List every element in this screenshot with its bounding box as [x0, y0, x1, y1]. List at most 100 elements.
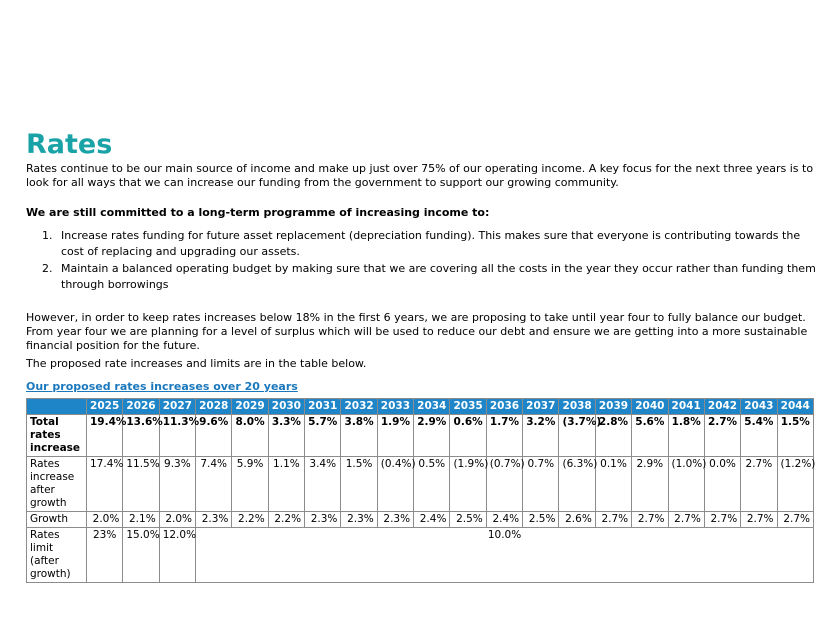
- after-growth-cell: (0.7%): [485, 456, 525, 512]
- after-growth-cell: (6.3%): [558, 456, 597, 512]
- after-growth-cell: 1.1%: [267, 456, 306, 512]
- year-header: 2031: [304, 398, 342, 415]
- year-header: 2042: [703, 398, 742, 415]
- row-label: Growth: [26, 511, 87, 528]
- growth-cell: 2.2%: [231, 511, 269, 528]
- total-increase-cell: 3.3%: [267, 414, 306, 457]
- total-increase-cell: 2.9%: [413, 414, 451, 457]
- total-increase-cell: 13.6%: [122, 414, 163, 457]
- table-row-rates-limit: Rates limit (after growth) 23%15.0%12.0%…: [26, 527, 814, 583]
- growth-cell: 2.3%: [340, 511, 378, 528]
- year-header: 2035: [449, 398, 487, 415]
- rates-limit-cell: 12.0%: [158, 527, 196, 583]
- year-header: 2034: [413, 398, 451, 415]
- after-growth-cell: 7.4%: [195, 456, 233, 512]
- table-intro: The proposed rate increases and limits a…: [26, 357, 367, 370]
- total-increase-cell: 1.7%: [485, 414, 524, 457]
- intro-paragraph: Rates continue to be our main source of …: [26, 162, 814, 189]
- growth-cell: 2.3%: [195, 511, 233, 528]
- after-growth-cell: (1.9%): [449, 456, 488, 512]
- growth-cell: 2.7%: [631, 511, 669, 528]
- total-increase-cell: 5.7%: [304, 414, 342, 457]
- after-growth-cell: 1.5%: [340, 456, 378, 512]
- total-increase-cell: 5.6%: [631, 414, 669, 457]
- after-growth-cell: 11.5%: [122, 456, 160, 512]
- table-header-corner: [26, 398, 87, 415]
- after-growth-cell: 3.4%: [304, 456, 342, 512]
- row-label: Rates limit (after growth): [26, 527, 87, 583]
- page-title: Rates: [26, 129, 113, 160]
- total-increase-cell: 19.4%: [85, 414, 126, 457]
- after-growth-cell: 0.1%: [594, 456, 633, 512]
- growth-cell: 2.4%: [485, 511, 524, 528]
- list-item: 2. Maintain a balanced operating budget …: [26, 261, 816, 293]
- rates-limit-span-cell: 10.0%: [195, 527, 814, 583]
- table-row-growth: Growth 2.0%2.1%2.0%2.3%2.2%2.2%2.3%2.3%2…: [26, 511, 815, 528]
- year-header: 2043: [740, 398, 778, 415]
- rates-limit-cell: 15.0%: [122, 527, 160, 583]
- commitment-list: 1. Increase rates funding for future ass…: [26, 228, 816, 294]
- after-growth-cell: 0.5%: [413, 456, 451, 512]
- year-header: 2026: [122, 398, 160, 415]
- year-header: 2028: [195, 398, 233, 415]
- list-item-text: Increase rates funding for future asset …: [61, 229, 801, 258]
- total-increase-cell: 1.8%: [667, 414, 705, 457]
- year-header: 2025: [85, 398, 124, 415]
- total-increase-cell: 5.4%: [740, 414, 778, 457]
- total-increase-cell: 11.3%: [158, 414, 199, 457]
- rates-limit-cell: 23%: [85, 527, 124, 583]
- after-growth-cell: 2.9%: [631, 456, 669, 512]
- after-growth-cell: 9.3%: [158, 456, 197, 512]
- growth-cell: 2.2%: [267, 511, 306, 528]
- row-label: Total rates increase: [26, 414, 87, 457]
- year-header: 2036: [485, 398, 524, 415]
- after-growth-cell: (1.2%): [776, 456, 815, 512]
- year-header: 2037: [522, 398, 560, 415]
- total-increase-cell: 2.8%: [594, 414, 633, 457]
- growth-cell: 2.0%: [85, 511, 124, 528]
- table-heading-link[interactable]: Our proposed rates increases over 20 yea…: [26, 380, 298, 393]
- growth-cell: 2.0%: [158, 511, 197, 528]
- growth-cell: 2.5%: [449, 511, 487, 528]
- year-header: 2030: [267, 398, 306, 415]
- list-item: 1. Increase rates funding for future ass…: [26, 228, 816, 260]
- year-header: 2027: [158, 398, 197, 415]
- growth-cell: 2.1%: [122, 511, 160, 528]
- table-row-total-rates-increase: Total rates increase 19.4%13.6%11.3%9.6%…: [26, 414, 815, 457]
- year-header: 2029: [231, 398, 269, 415]
- after-growth-cell: 0.7%: [522, 456, 560, 512]
- growth-cell: 2.4%: [413, 511, 451, 528]
- after-growth-cell: 5.9%: [231, 456, 269, 512]
- growth-cell: 2.7%: [667, 511, 705, 528]
- growth-cell: 2.7%: [776, 511, 815, 528]
- total-increase-cell: 1.5%: [776, 414, 815, 457]
- year-header: 2033: [376, 398, 415, 415]
- growth-cell: 2.6%: [558, 511, 596, 528]
- total-increase-cell: 1.9%: [376, 414, 415, 457]
- total-increase-cell: 8.0%: [231, 414, 269, 457]
- after-growth-cell: (1.0%): [667, 456, 706, 512]
- row-label: Rates increase after growth: [26, 456, 87, 512]
- total-increase-cell: 9.6%: [195, 414, 233, 457]
- year-header: 2041: [667, 398, 705, 415]
- growth-cell: 2.3%: [304, 511, 342, 528]
- total-increase-cell: 3.2%: [522, 414, 560, 457]
- total-increase-cell: 3.8%: [340, 414, 378, 457]
- growth-cell: 2.7%: [703, 511, 742, 528]
- after-growth-cell: (0.4%): [376, 456, 416, 512]
- year-header: 2032: [340, 398, 378, 415]
- growth-cell: 2.7%: [594, 511, 633, 528]
- after-growth-cell: 0.0%: [703, 456, 742, 512]
- commitment-heading: We are still committed to a long-term pr…: [26, 206, 490, 219]
- growth-cell: 2.3%: [376, 511, 415, 528]
- list-item-text: Maintain a balanced operating budget by …: [61, 262, 816, 291]
- year-header: 2038: [558, 398, 596, 415]
- list-item-number: 1.: [42, 229, 53, 242]
- table-row-rates-increase-after-growth: Rates increase after growth 17.4%11.5%9.…: [26, 456, 815, 512]
- total-increase-cell: 2.7%: [703, 414, 742, 457]
- growth-cell: 2.7%: [740, 511, 778, 528]
- after-growth-cell: 17.4%: [85, 456, 123, 512]
- surplus-paragraph: However, in order to keep rates increase…: [26, 311, 808, 352]
- total-increase-cell: 0.6%: [449, 414, 487, 457]
- year-header: 2044: [776, 398, 815, 415]
